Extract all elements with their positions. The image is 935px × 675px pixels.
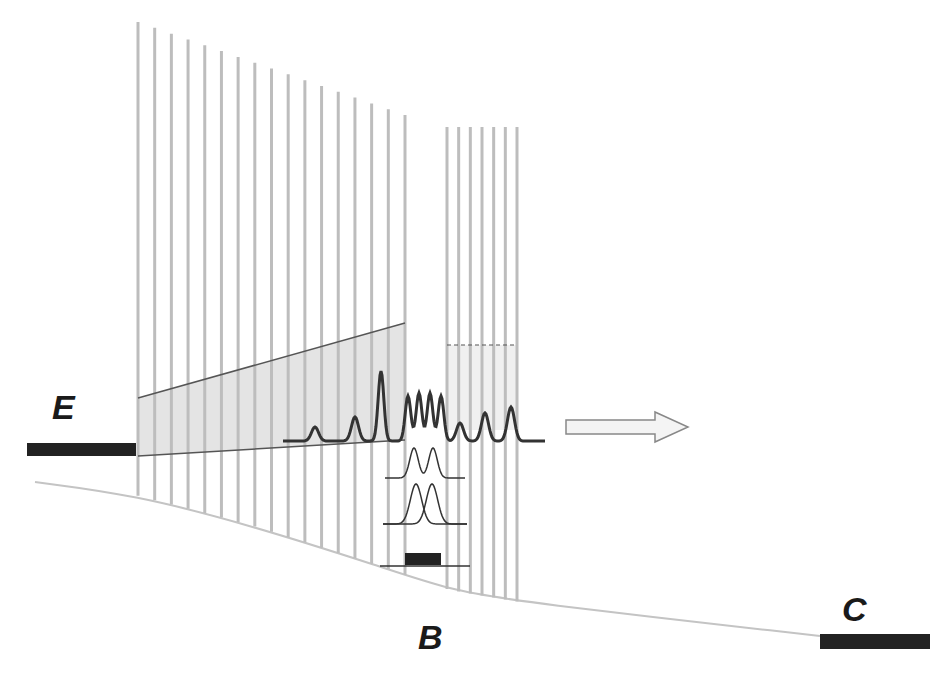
barrier-line <box>337 92 340 553</box>
barrier-line <box>220 51 223 517</box>
barrier-line <box>481 127 484 595</box>
band-edge <box>447 344 517 345</box>
contact-bar <box>27 443 136 456</box>
barrier-line <box>270 69 273 532</box>
barrier-line <box>170 34 173 505</box>
barrier-line <box>504 127 507 599</box>
terminal-label: B <box>418 620 443 654</box>
band-edge <box>138 323 405 398</box>
barrier-line <box>492 127 495 597</box>
barrier-line <box>457 127 460 591</box>
barrier-line <box>387 109 390 569</box>
barrier-line <box>370 103 373 563</box>
base-contact <box>405 553 441 565</box>
barrier-line <box>253 63 256 527</box>
barrier-line <box>287 74 290 537</box>
barrier-line <box>353 98 356 559</box>
barrier-line <box>153 28 156 500</box>
barrier-line <box>469 127 472 593</box>
barrier-line <box>404 115 407 575</box>
wavefunction <box>385 448 465 478</box>
direction-arrow <box>566 412 688 442</box>
barrier-line <box>137 22 140 496</box>
terminal-label: E <box>52 390 75 424</box>
barrier-line <box>320 86 323 548</box>
band-edge <box>35 482 820 636</box>
barrier-line <box>237 57 240 522</box>
contact-bar <box>820 634 930 649</box>
barrier-line <box>187 39 190 508</box>
level-line <box>380 565 470 567</box>
terminal-label: C <box>842 592 867 626</box>
barrier-line <box>446 127 449 589</box>
barrier-line <box>303 80 306 542</box>
illustration <box>27 22 930 649</box>
barrier-line <box>516 127 519 601</box>
wavefunction <box>383 484 467 524</box>
barrier-line <box>203 45 206 513</box>
band-edge <box>138 440 405 456</box>
wavefunction <box>383 484 467 524</box>
wavefunction <box>283 371 545 441</box>
